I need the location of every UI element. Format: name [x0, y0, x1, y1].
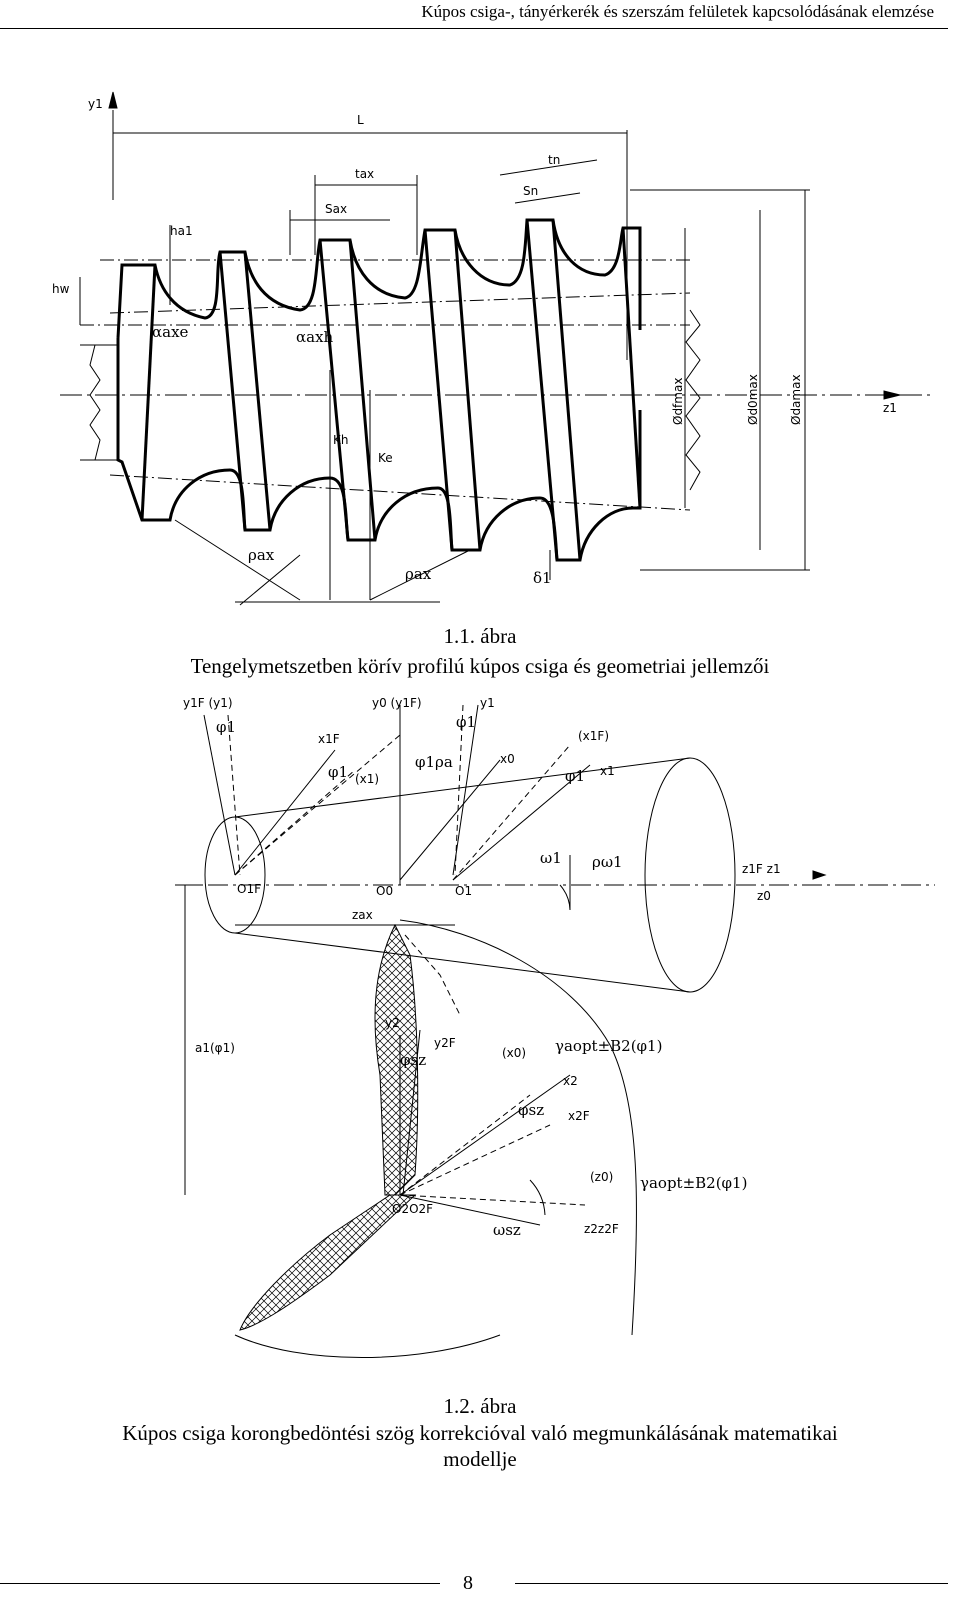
label-x1F-paren: (x1F) [578, 729, 609, 743]
label-y0-y1F: y0 (y1F) [372, 696, 422, 710]
label-tax: tax [355, 167, 374, 181]
footer-rule-right [515, 1583, 948, 1584]
label-hw: hw [52, 282, 70, 296]
figure-2-caption-line2: modellje [443, 1447, 517, 1471]
z1-arrow-icon [883, 390, 901, 400]
label-tn: tn [548, 153, 560, 167]
label-rho-ax-1: ρax [248, 546, 275, 564]
tool-section-lower [239, 1194, 417, 1331]
label-phi-sz-b: φsz [518, 1101, 544, 1119]
figure-1-drawing: y1 L tax tn Sn Sax ha1 hw αaxe αaxh Kh K… [52, 91, 930, 606]
label-x1-paren: (x1) [355, 772, 379, 786]
label-L: L [357, 113, 364, 127]
label-x0-paren: (x0) [502, 1046, 526, 1060]
label-d0max: Ød0max [746, 374, 760, 425]
label-rho-omega1: ρω1 [592, 853, 623, 871]
worm-profile [116, 218, 642, 562]
label-x2F: x2F [568, 1109, 590, 1123]
header-title: Kúpos csiga-, tányérkerék és szerszám fe… [421, 2, 934, 21]
dim-tn-line [499, 159, 598, 176]
label-phi1-b: φ1 [456, 713, 476, 731]
label-y1: y1 [88, 97, 103, 111]
tool-disk-outline [399, 919, 638, 1336]
label-damax: Ødamax [789, 374, 803, 425]
label-rho-ax-2: ρax [405, 565, 432, 583]
label-phi1-rho-a: φ1ρa [415, 753, 453, 771]
label-ha1: ha1 [170, 224, 193, 238]
label-a1-phi1: a1(φ1) [195, 1041, 235, 1055]
figure-2-drawing: y1F (y1) y0 (y1F) y1 φ1 φ1 x1F φ1 (x1) φ… [175, 696, 935, 1358]
y1-axis [452, 704, 479, 876]
label-dfmax: Ødfmax [671, 378, 685, 425]
label-phi1-a: φ1 [216, 718, 236, 736]
label-x1F: x1F [318, 732, 340, 746]
figure-1-caption-text: Tengelymetszetben körív profilú kúpos cs… [190, 654, 770, 678]
label-z2z2F: z2z2F [584, 1222, 619, 1236]
label-sax: Sax [325, 202, 347, 216]
label-gamma-2: γaopt±B2(φ1) [640, 1174, 747, 1192]
label-omega-sz: ωsz [493, 1221, 521, 1239]
label-y1: y1 [480, 696, 495, 710]
label-y2F: y2F [434, 1036, 456, 1050]
figure-2-caption-line1: Kúpos csiga korongbedöntési szög korrekc… [122, 1421, 838, 1445]
label-gamma-1: γaopt±B2(φ1) [555, 1037, 662, 1055]
label-x1: x1 [600, 764, 615, 778]
label-z1F-z1: z1F z1 [742, 862, 781, 876]
label-x2: x2 [563, 1074, 578, 1088]
label-O0: O0 [376, 884, 393, 898]
label-ke: Ke [378, 451, 393, 465]
y1-arrow-icon [108, 91, 118, 109]
label-y2: y2 [385, 1016, 400, 1030]
label-y1F-y1: y1F (y1) [183, 696, 233, 710]
cone-large-end [644, 757, 736, 993]
y1F-axis [203, 714, 236, 876]
label-phi1-c: φ1 [328, 763, 348, 781]
label-phi1-d: φ1 [565, 767, 585, 785]
label-z1: z1 [883, 401, 897, 415]
footer-rule-left [0, 1583, 440, 1584]
figure-1-caption-number: 1.1. ábra [443, 624, 517, 648]
label-O1F: O1F [237, 882, 261, 896]
label-O2O2F: O2O2F [392, 1202, 433, 1216]
label-delta1: δ1 [533, 569, 552, 587]
label-omega1: ω1 [540, 849, 562, 867]
label-phi-sz-a: φsz [400, 1051, 426, 1069]
label-O1: O1 [455, 884, 472, 898]
label-sn: Sn [523, 184, 538, 198]
label-z0: z0 [757, 889, 771, 903]
label-x0: x0 [500, 752, 515, 766]
dim-sn-line [514, 192, 581, 204]
label-alpha-axe: αaxe [152, 323, 189, 341]
label-zax: zax [352, 908, 373, 922]
page-number: 8 [463, 1572, 473, 1594]
page-header: Kúpos csiga-, tányérkerék és szerszám fe… [0, 0, 948, 29]
label-z0-paren: (z0) [590, 1170, 613, 1184]
figure-2-caption-number: 1.2. ábra [443, 1394, 517, 1418]
label-alpha-axh: αaxh [296, 328, 334, 346]
label-kh: Kh [333, 433, 348, 447]
tool-section-upper [374, 923, 419, 1196]
